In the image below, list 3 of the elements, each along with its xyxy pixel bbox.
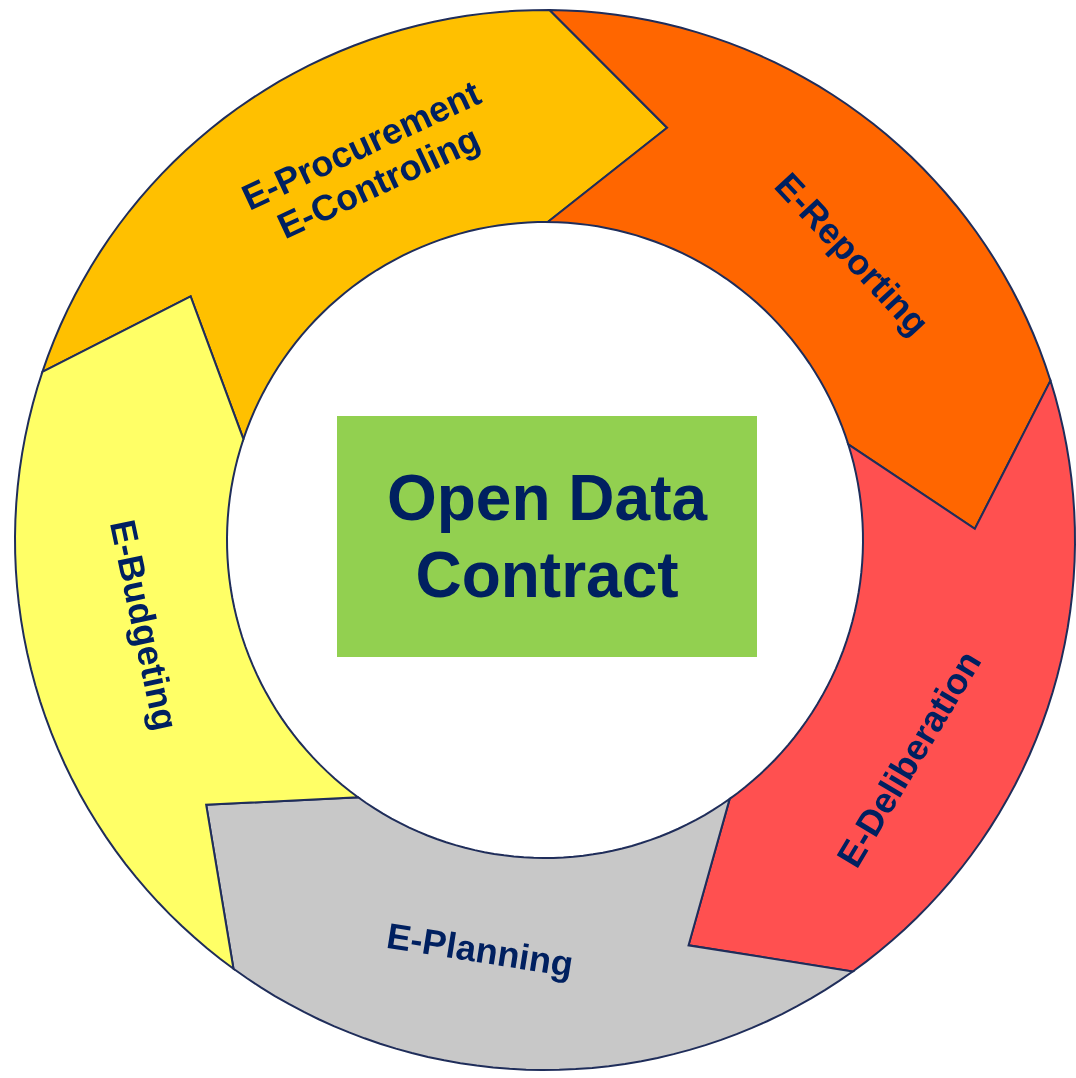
center-box (337, 416, 757, 657)
segment-label: E-Planning (384, 914, 577, 986)
center-title: Open Data Contract (385, 460, 709, 613)
